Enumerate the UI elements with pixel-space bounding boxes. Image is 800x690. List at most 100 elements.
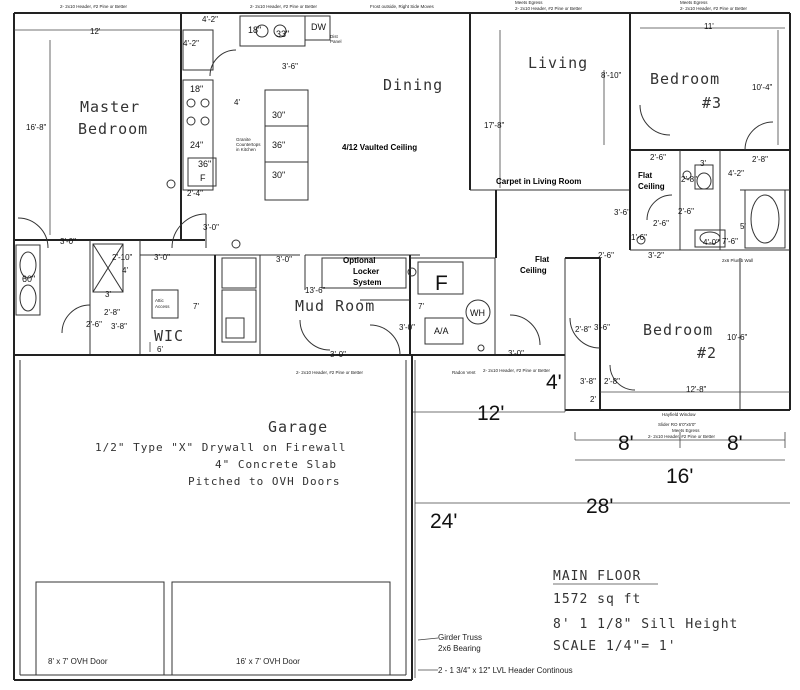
dim-2ft-6e: 2'-6" bbox=[598, 251, 614, 260]
note-flat-ceiling-a-1: Flat bbox=[638, 171, 653, 180]
room-label-master-bedroom-1: Master bbox=[80, 98, 140, 116]
title-block: MAIN FLOOR 1572 sq ft 8' 1 1/8" Sill Hei… bbox=[553, 569, 737, 654]
dim-3ft-0d: 3'-0" bbox=[276, 255, 292, 264]
dim-3ft-8b: 3'-8" bbox=[580, 377, 596, 386]
header-note-7: 2- 2x10 Header, #2 Pine or Better bbox=[680, 6, 748, 11]
ovh-door-large: 16' x 7' OVH Door bbox=[236, 657, 300, 666]
note-attic-2: Access bbox=[155, 304, 170, 309]
room-label-bedroom3-2: #3 bbox=[702, 94, 722, 112]
dim-3ft-0f: 3'-0" bbox=[330, 350, 346, 359]
dim-4ft-2c: 4'-2" bbox=[728, 169, 744, 178]
garage-note-2: 4" Concrete Slab bbox=[215, 458, 337, 471]
label-counter-24: 24" bbox=[190, 140, 203, 150]
dim-2ft-8b: 2'-8" bbox=[752, 155, 768, 164]
garage-note-3: Pitched to OVH Doors bbox=[188, 475, 340, 488]
walls bbox=[13, 12, 791, 681]
dim-11ft: 11' bbox=[704, 22, 714, 31]
room-label-mud-room: Mud Room bbox=[295, 297, 375, 315]
note-window-3: Meets Egress bbox=[672, 428, 700, 433]
dimension-lines bbox=[14, 27, 790, 678]
label-tub-60: 60" bbox=[22, 274, 35, 284]
header-note-1: 2- 2x10 Header, #2 Pine or Better bbox=[60, 4, 128, 9]
note-window-4: 2- 2x10 Header, #2 Pine or Better bbox=[648, 434, 716, 439]
dim-7ft-a: 7' bbox=[193, 302, 199, 311]
title-scale: SCALE 1/4"= 1' bbox=[553, 639, 677, 654]
note-vaulted-ceiling: 4/12 Vaulted Ceiling bbox=[342, 143, 417, 152]
room-label-living: Living bbox=[528, 54, 588, 72]
dim-3ft-0e: 3'-0" bbox=[399, 323, 415, 332]
label-ac: A/A bbox=[434, 326, 449, 336]
note-locker-3: System bbox=[353, 278, 381, 287]
header-note-4: Meets Egress bbox=[515, 0, 543, 5]
title-area: 1572 sq ft bbox=[553, 592, 641, 607]
note-attic-1: Attic bbox=[155, 298, 165, 303]
dim-2ft-6d: 2'-6" bbox=[653, 219, 669, 228]
dim-3ft-0g: 3'-0" bbox=[508, 349, 524, 358]
note-dw-1: Dist bbox=[330, 34, 338, 39]
dim-3ft-0a: 3'-0" bbox=[203, 223, 219, 232]
note-carpet-living: Carpet in Living Room bbox=[496, 177, 581, 186]
header-note-2: 2- 2x10 Header, #2 Pine or Better bbox=[250, 4, 318, 9]
dim-3ft-shower: 3' bbox=[105, 290, 111, 299]
note-granite-3: in Kitchen bbox=[236, 147, 256, 152]
label-range-18: 18" bbox=[190, 84, 203, 94]
garage-note-1: 1/2" Type "X" Drywall on Firewall bbox=[95, 441, 347, 454]
dim-5ft: 5' bbox=[740, 222, 746, 231]
label-island-30a: 30" bbox=[272, 110, 285, 120]
dim-12ft-big: 12' bbox=[477, 402, 504, 425]
note-flat-ceiling-a-2: Ceiling bbox=[638, 182, 665, 191]
dim-28ft-big: 28' bbox=[586, 495, 613, 518]
note-header-mud: 2- 2x10 Header, #2 Pine or Better bbox=[296, 370, 364, 375]
dim-4ft-big: 4' bbox=[546, 371, 562, 394]
dim-2ft-8d: 2'-8" bbox=[575, 325, 591, 334]
dim-2ft-6b: 2'-6" bbox=[650, 153, 666, 162]
dim-12ft-8: 12'-8" bbox=[686, 385, 707, 394]
room-label-garage: Garage bbox=[268, 418, 328, 436]
label-water-heater: WH bbox=[470, 308, 485, 318]
dim-7ft-6: 7'-6" bbox=[722, 237, 738, 246]
dim-3ft-8a: 3'-8" bbox=[111, 322, 127, 331]
dim-2ft-8e: 2'-8" bbox=[604, 377, 620, 386]
room-label-bedroom2-2: #2 bbox=[697, 344, 717, 362]
note-granite-2: Countertops bbox=[236, 142, 261, 147]
dim-3ft-6k: 3'-6" bbox=[282, 62, 298, 71]
dim-3ft-6b: 3'-6" bbox=[594, 323, 610, 332]
header-note-6: Meets Egress bbox=[680, 0, 708, 5]
dim-3ft-0b: 3'-0" bbox=[60, 237, 76, 246]
label-fridge-f: F bbox=[200, 173, 206, 183]
note-header-hall: 2- 2x10 Header, #2 Pine or Better bbox=[483, 368, 551, 373]
dim-10ft-6: 10'-6" bbox=[727, 333, 748, 342]
note-window-2: Slider RO 6'0"x5'0" bbox=[658, 422, 696, 427]
note-locker-1: Optional bbox=[343, 256, 375, 265]
room-label-dining: Dining bbox=[383, 76, 443, 94]
note-flat-ceiling-b-2: Ceiling bbox=[520, 266, 547, 275]
room-label-wic: WIC bbox=[154, 327, 184, 345]
label-dishwasher: DW bbox=[311, 22, 326, 32]
dim-10ft-4: 10'-4" bbox=[752, 83, 773, 92]
dim-12ft: 12' bbox=[90, 27, 101, 36]
dim-24ft-big: 24' bbox=[430, 510, 457, 533]
dim-2ft-8a: 2'-8" bbox=[104, 308, 120, 317]
note-radon-vent: Radon Vent bbox=[452, 370, 476, 375]
note-window-1: Hayfield Window bbox=[662, 412, 696, 417]
dim-4ft-2a: 4'-2" bbox=[202, 15, 218, 24]
dim-17ft-8: 17'-8" bbox=[484, 121, 505, 130]
dim-2ft: 2' bbox=[590, 395, 596, 404]
dim-4ft-shower: 4' bbox=[122, 266, 128, 275]
label-sink-18: 18" bbox=[248, 25, 261, 35]
dim-7ft-b: 7' bbox=[418, 302, 424, 311]
note-lvl-header: 2 - 1 3/4" x 12" LVL Header Continous bbox=[438, 666, 573, 675]
label-island-36: 36" bbox=[272, 140, 285, 150]
note-flat-ceiling-b-1: Flat bbox=[535, 255, 550, 264]
label-furnace: F bbox=[435, 272, 448, 295]
title-main-floor: MAIN FLOOR bbox=[553, 569, 641, 584]
note-girder-truss-1: Girder Truss bbox=[438, 633, 482, 642]
dim-4ft-2b: 4'-2" bbox=[183, 39, 199, 48]
dim-3ft-b: 3' bbox=[700, 159, 706, 168]
dim-8ft-big-b: 8' bbox=[727, 432, 743, 455]
note-2x6-plumb: 2x6 Plumb Wall bbox=[722, 258, 753, 263]
dim-2ft-6a: 2'-6" bbox=[86, 320, 102, 329]
note-locker-2: Locker bbox=[353, 267, 379, 276]
note-dw-2: Panel bbox=[330, 39, 342, 44]
